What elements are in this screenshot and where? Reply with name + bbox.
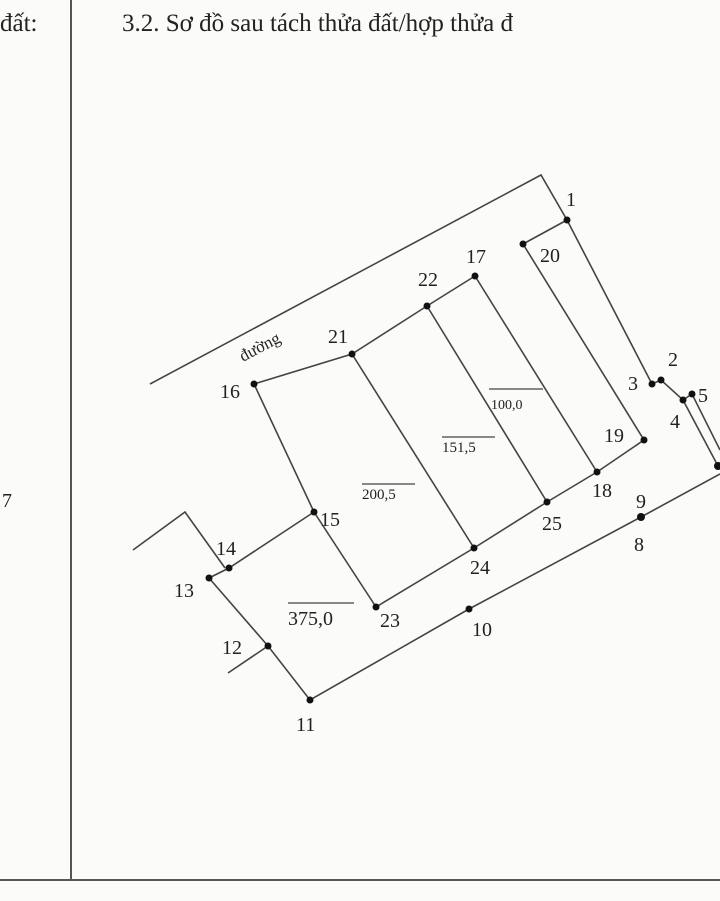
point-10 xyxy=(465,605,473,613)
point-2 xyxy=(657,376,665,384)
point-edge xyxy=(714,462,720,470)
top-boundary xyxy=(253,275,476,385)
point-8 xyxy=(637,513,645,521)
point-17 xyxy=(471,272,479,280)
area-labels: 375,0 200,5 151,5 100,0 xyxy=(288,388,543,630)
label-point-13: 13 xyxy=(174,580,194,602)
point-20 xyxy=(519,240,527,248)
label-point-2: 2 xyxy=(668,349,678,371)
point-15 xyxy=(310,508,318,516)
previous-section-label: đất: xyxy=(0,10,38,37)
label-point-25: 25 xyxy=(542,513,562,535)
point-1 xyxy=(563,216,571,224)
point-5 xyxy=(688,390,696,398)
label-point-19: 19 xyxy=(604,425,624,447)
label-point-5: 5 xyxy=(698,385,708,407)
label-point-23: 23 xyxy=(380,610,400,632)
label-point-11: 11 xyxy=(296,714,315,736)
point-18 xyxy=(593,468,601,476)
bottom-divider xyxy=(0,879,720,881)
label-point-15: 15 xyxy=(320,509,340,531)
label-point-10: 10 xyxy=(472,619,492,641)
label-point-16: 16 xyxy=(220,381,240,403)
area-label-200: 200,5 xyxy=(362,487,396,503)
label-point-4: 4 xyxy=(670,411,680,433)
label-point-21: 21 xyxy=(328,326,348,348)
label-point-14: 14 xyxy=(216,538,236,560)
label-point-12: 12 xyxy=(222,637,242,659)
point-11 xyxy=(306,696,314,704)
section-title: 3.2. Sơ đồ sau tách thửa đất/hợp thửa đ xyxy=(122,10,513,37)
point-23 xyxy=(372,603,380,611)
label-point-9: 9 xyxy=(636,491,646,513)
point-25 xyxy=(543,498,551,506)
label-point-1: 1 xyxy=(566,189,576,211)
area-label-100: 100,0 xyxy=(491,398,523,413)
area-label-375: 375,0 xyxy=(288,608,333,630)
label-point-20: 20 xyxy=(540,245,560,267)
point-12 xyxy=(264,642,272,650)
label-point-17: 17 xyxy=(466,246,486,268)
column-divider xyxy=(70,0,72,880)
point-19 xyxy=(640,436,648,444)
area-label-151: 151,5 xyxy=(442,440,476,456)
point-13 xyxy=(205,574,213,582)
point-22 xyxy=(423,302,431,310)
point-16 xyxy=(250,380,258,388)
point-14 xyxy=(225,564,233,572)
point-21 xyxy=(348,350,356,358)
survey-points xyxy=(205,216,720,704)
label-point-8: 8 xyxy=(634,534,644,556)
label-point-24: 24 xyxy=(470,557,490,579)
label-point-22: 22 xyxy=(418,269,438,291)
road-edge xyxy=(149,173,568,385)
point-labels: 1 2 3 4 5 8 9 10 11 12 13 14 15 16 17 18… xyxy=(174,189,708,736)
side-number: 7 xyxy=(2,490,12,512)
point-4 xyxy=(679,396,687,404)
point-3 xyxy=(648,380,656,388)
point-24 xyxy=(470,544,478,552)
label-point-18: 18 xyxy=(592,480,612,502)
label-point-3: 3 xyxy=(628,373,638,395)
boundary-lines xyxy=(132,173,720,702)
